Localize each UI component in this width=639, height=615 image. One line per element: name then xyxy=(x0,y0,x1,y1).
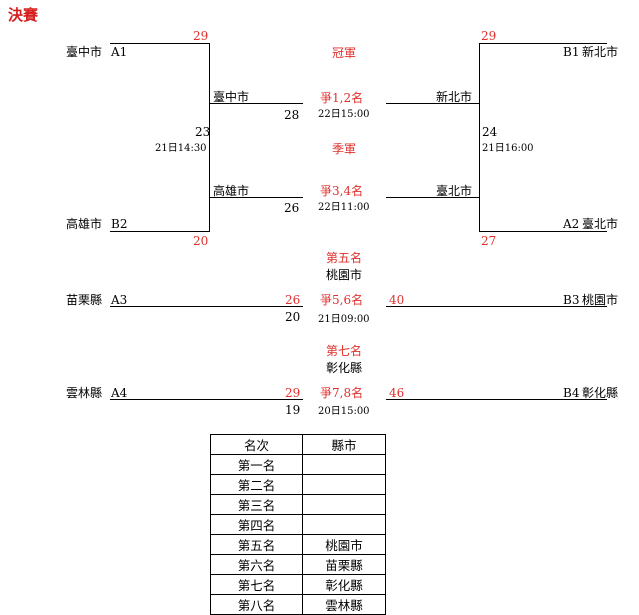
team-name-left-top: 臺中市 xyxy=(66,45,103,59)
team-name-left-bottom: 高雄市 xyxy=(66,217,103,231)
fifth-winner: 桃園市 xyxy=(326,268,363,282)
fifth-match: 爭5,6名 xyxy=(320,293,364,307)
game-number-left: 23 xyxy=(195,125,211,139)
table-row: 第四名 xyxy=(210,514,386,535)
seed-left-bottom: B2 xyxy=(111,217,128,231)
bracket-line xyxy=(386,399,607,400)
table-row: 第一名 xyxy=(210,454,386,475)
ranking-header-row: 名次 縣市 xyxy=(210,434,386,455)
seventh-left-score-red: 29 xyxy=(285,386,301,400)
score-left-bottom: 20 xyxy=(193,234,209,248)
seventh-right-score: 46 xyxy=(389,386,405,400)
city-cell xyxy=(302,494,386,515)
game-number-right: 24 xyxy=(482,125,498,139)
rank-cell: 第三名 xyxy=(210,494,303,515)
fifth-label: 第五名 xyxy=(326,251,363,265)
third-match: 爭3,4名 xyxy=(320,184,364,198)
fifth-right-seed: B3 xyxy=(563,293,580,307)
city-cell: 桃園市 xyxy=(302,534,386,555)
final-match: 爭1,2名 xyxy=(320,91,364,105)
seventh-left-team: 雲林縣 xyxy=(66,386,103,400)
third-label: 季軍 xyxy=(332,142,357,156)
bracket-line xyxy=(479,43,607,44)
bracket-line xyxy=(110,306,303,307)
table-row: 第三名 xyxy=(210,494,386,515)
fifth-right-score: 40 xyxy=(389,293,405,307)
third-right-team: 臺北市 xyxy=(436,184,473,198)
bracket-line xyxy=(479,43,480,232)
seed-right-top: B1 xyxy=(563,45,580,59)
seventh-time: 20日15:00 xyxy=(318,406,370,417)
final-left-team: 臺中市 xyxy=(213,90,250,104)
city-cell: 彰化縣 xyxy=(302,574,386,595)
seed-left-top: A1 xyxy=(111,45,128,59)
seed-right-bottom: A2 xyxy=(563,217,580,231)
seventh-winner: 彰化縣 xyxy=(326,361,363,375)
city-cell: 苗栗縣 xyxy=(302,554,386,575)
city-cell xyxy=(302,474,386,495)
third-time: 22日11:00 xyxy=(318,202,370,213)
game-time-left: 21日14:30 xyxy=(155,143,207,154)
fifth-left-score-red: 26 xyxy=(285,293,301,307)
fifth-left-seed: A3 xyxy=(111,293,128,307)
ranking-header-rank: 名次 xyxy=(210,434,303,455)
table-row: 第七名 彰化縣 xyxy=(210,574,386,595)
bracket-line xyxy=(386,306,607,307)
score-right-top: 29 xyxy=(481,29,497,43)
city-cell xyxy=(302,454,386,475)
rank-cell: 第五名 xyxy=(210,534,303,555)
score-left-top: 29 xyxy=(193,29,209,43)
fifth-left-team: 苗栗縣 xyxy=(66,293,103,307)
table-row: 第六名 苗栗縣 xyxy=(210,554,386,575)
page-title: 決賽 xyxy=(8,6,39,24)
rank-cell: 第一名 xyxy=(210,454,303,475)
bracket-line xyxy=(210,103,303,104)
seventh-right-seed: B4 xyxy=(563,386,580,400)
bracket-line xyxy=(110,399,303,400)
score-right-bottom: 27 xyxy=(481,234,497,248)
final-left-score: 28 xyxy=(284,108,300,122)
seventh-label: 第七名 xyxy=(326,344,363,358)
team-name-right-top: 新北市 xyxy=(582,45,619,59)
team-name-right-bottom: 臺北市 xyxy=(582,217,619,231)
city-cell xyxy=(302,514,386,535)
bracket-line xyxy=(110,43,210,44)
final-label: 冠軍 xyxy=(332,46,357,60)
rank-cell: 第四名 xyxy=(210,514,303,535)
seventh-left-score: 19 xyxy=(285,403,301,417)
ranking-header-city: 縣市 xyxy=(302,434,386,455)
seventh-match: 爭7,8名 xyxy=(320,386,364,400)
bracket-line xyxy=(110,231,210,232)
rank-cell: 第七名 xyxy=(210,574,303,595)
final-time: 22日15:00 xyxy=(318,109,370,120)
table-row: 第二名 xyxy=(210,474,386,495)
fifth-right-team: 桃園市 xyxy=(582,293,619,307)
bracket-line xyxy=(209,43,210,232)
fifth-time: 21日09:00 xyxy=(318,314,370,325)
rank-cell: 第二名 xyxy=(210,474,303,495)
bracket-line xyxy=(386,103,480,104)
ranking-table: 名次 縣市 第一名 第二名 第三名 第四名 第五名 桃園市 第六名 苗栗縣 第七… xyxy=(210,434,386,615)
rank-cell: 第六名 xyxy=(210,554,303,575)
table-row: 第五名 桃園市 xyxy=(210,534,386,555)
third-left-team: 高雄市 xyxy=(213,184,250,198)
game-time-right: 21日16:00 xyxy=(482,143,534,154)
final-right-team: 新北市 xyxy=(436,90,473,104)
fifth-left-score: 20 xyxy=(285,310,301,324)
bracket-line xyxy=(479,231,607,232)
third-left-score: 26 xyxy=(284,201,300,215)
bracket-line xyxy=(210,197,303,198)
seventh-right-team: 彰化縣 xyxy=(582,386,619,400)
seventh-left-seed: A4 xyxy=(111,386,128,400)
bracket-line xyxy=(386,197,480,198)
